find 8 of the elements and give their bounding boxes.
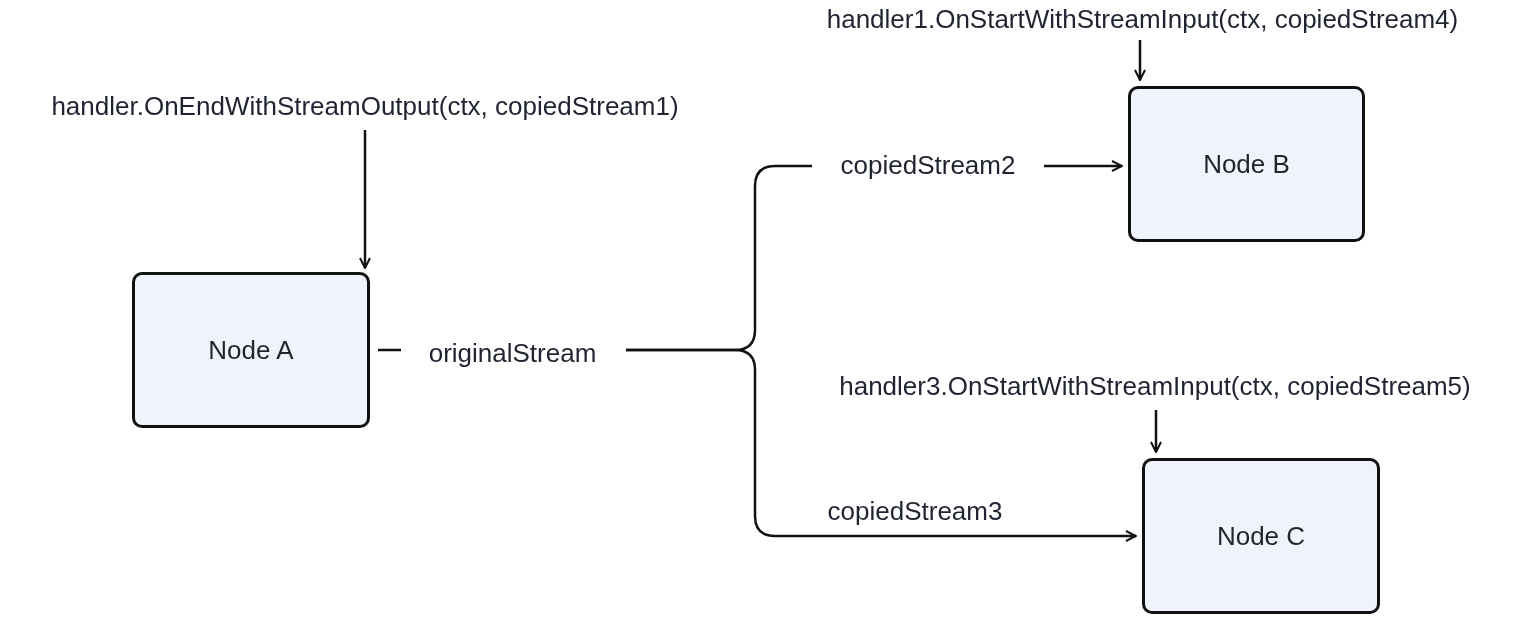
- arrow: [1134, 40, 1146, 81]
- process-box: Node A: [132, 272, 370, 428]
- arrow: [359, 130, 371, 269]
- connector-line: [378, 348, 401, 352]
- process-box: Node C: [1142, 458, 1380, 614]
- arrow: [1150, 410, 1162, 453]
- arrow: [626, 348, 1137, 542]
- process-box: Node B: [1128, 86, 1365, 242]
